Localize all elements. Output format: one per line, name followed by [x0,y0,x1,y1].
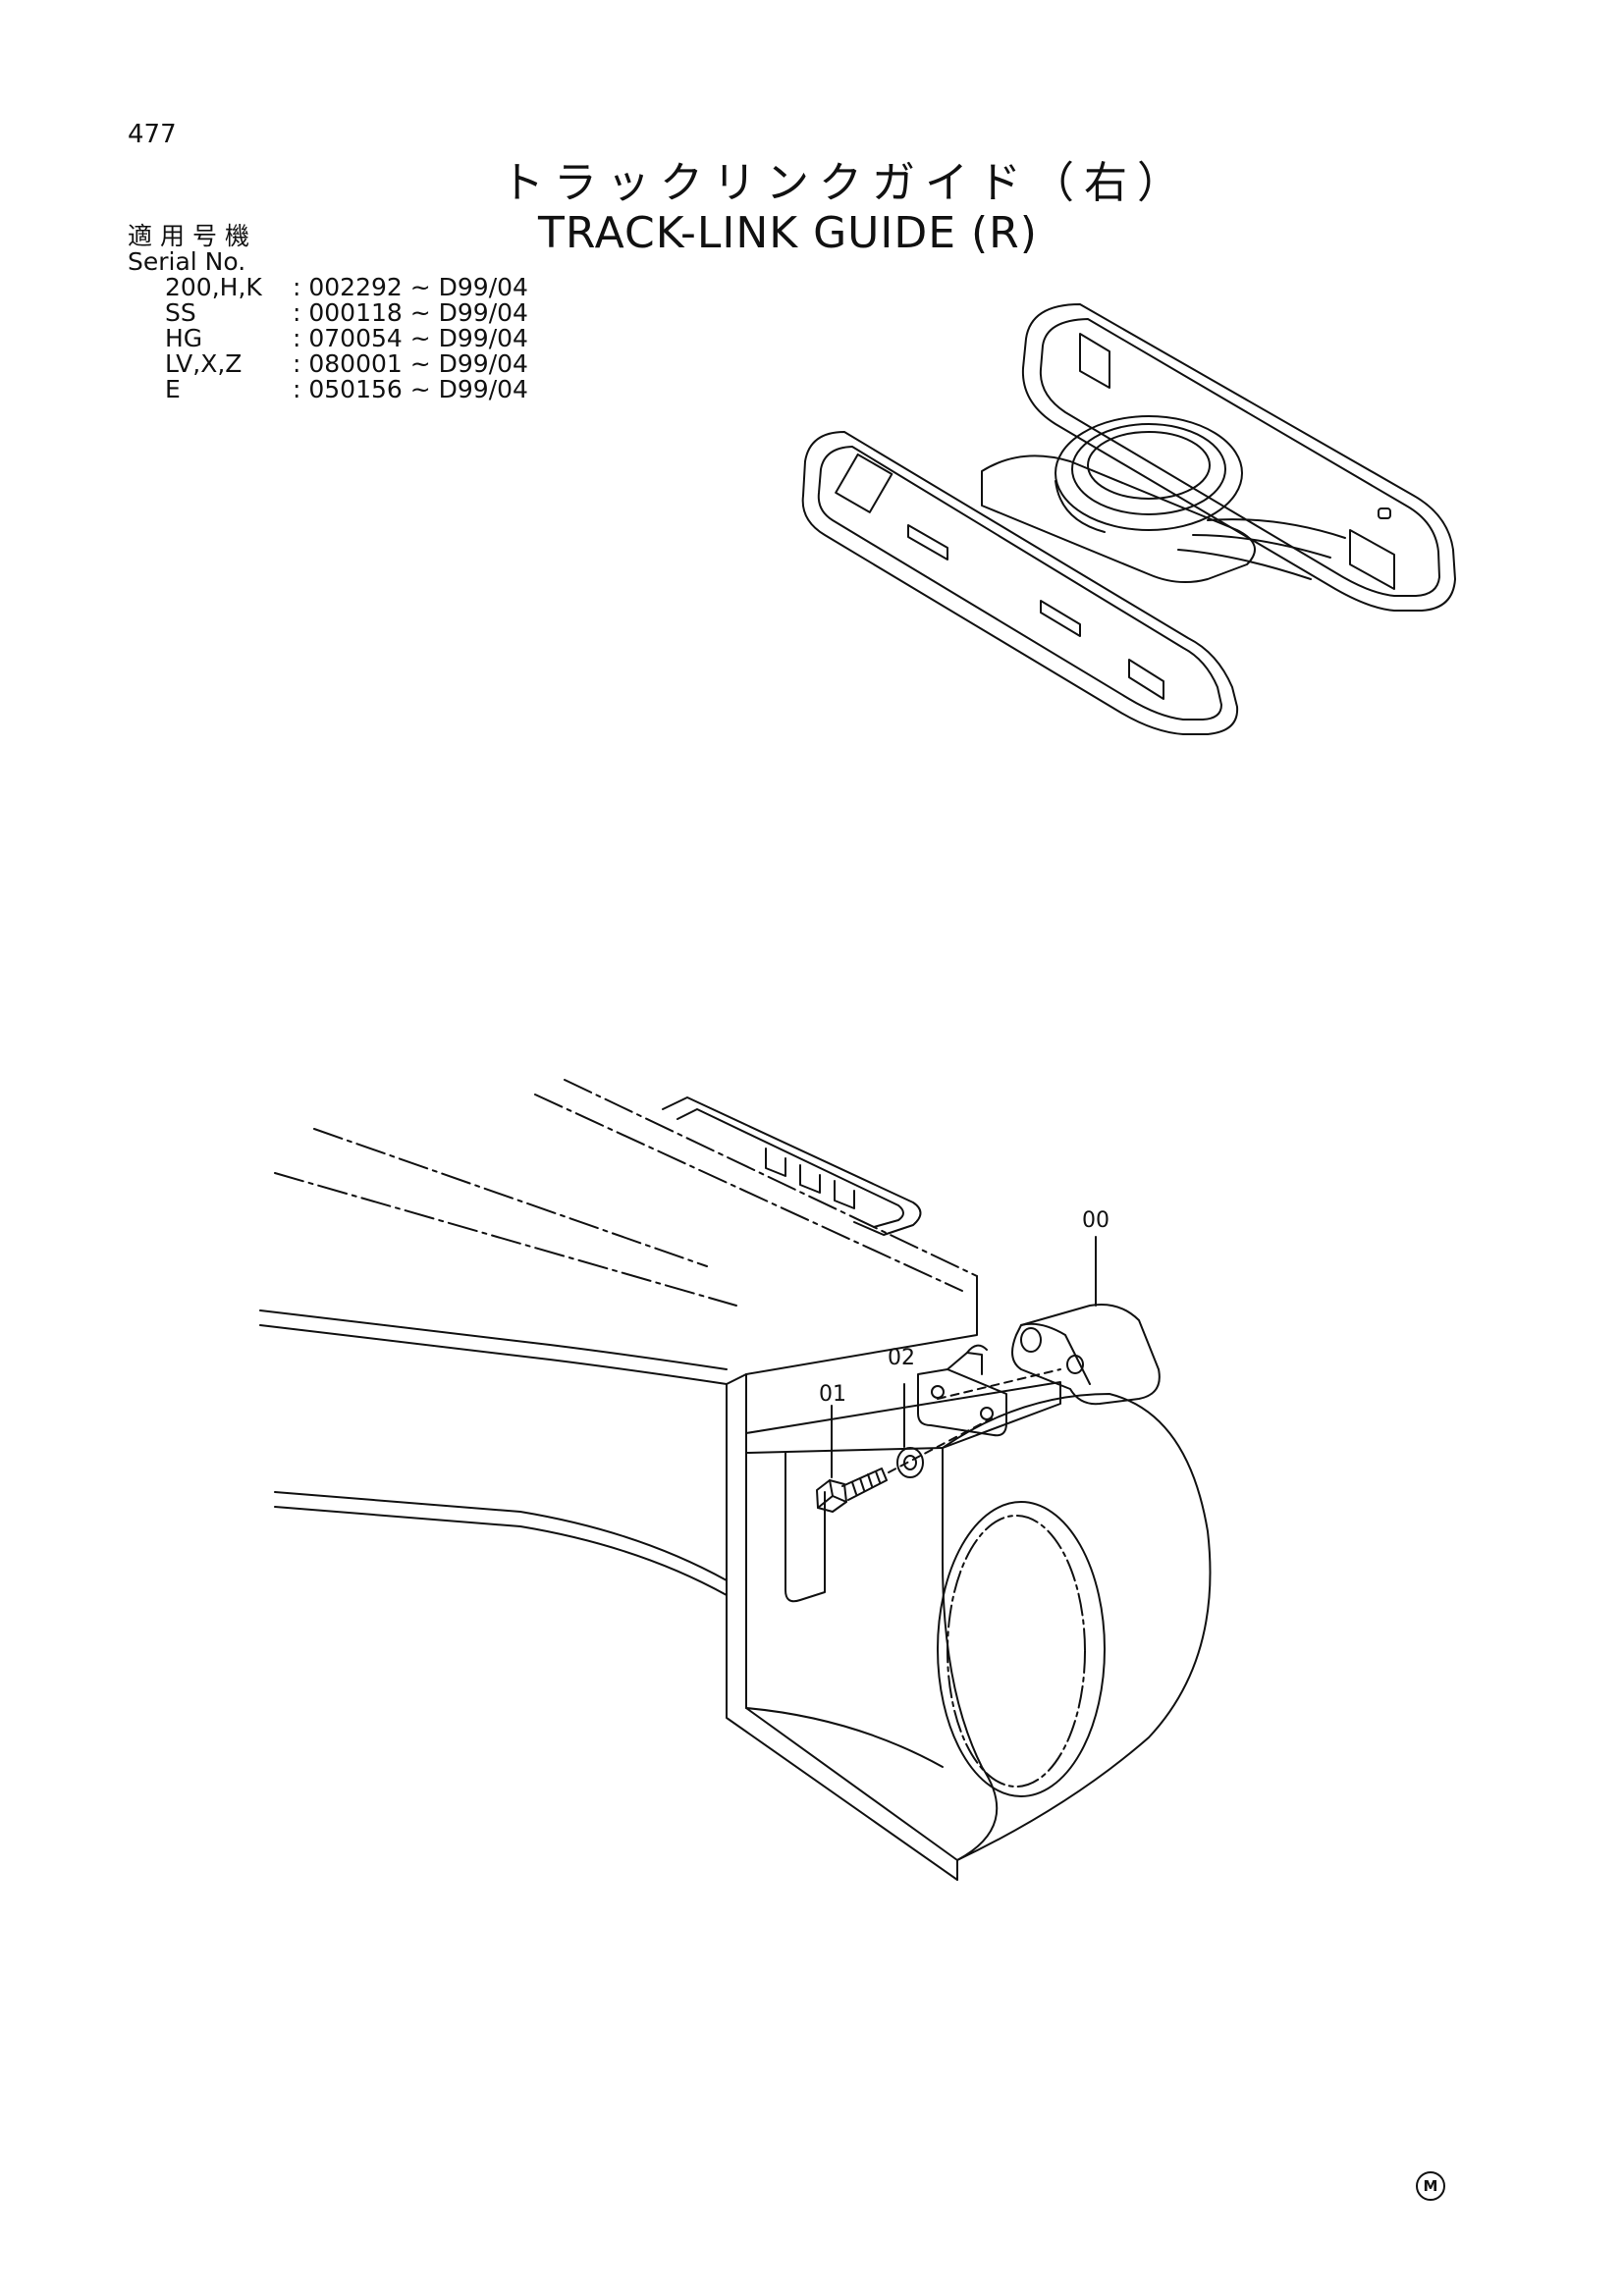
serial-row: E : 050156 ~ D99/04 [128,377,528,402]
manufacturer-mark: M [1416,2171,1445,2201]
serial-row: LV,X,Z : 080001 ~ D99/04 [128,351,528,377]
serial-heading: Serial No. [128,247,246,276]
serial-range: : 080001 ~ D99/04 [293,349,528,378]
serial-row: HG : 070054 ~ D99/04 [128,326,528,351]
page-title: TRACK-LINK GUIDE (R) [538,208,1038,258]
undercarriage-overview [801,303,1456,735]
serial-row: SS : 000118 ~ D99/04 [128,300,528,326]
serial-model: 200,H,K [165,273,262,301]
serial-model: HG [165,324,203,352]
serial-range: : 000118 ~ D99/04 [293,298,528,327]
serial-model: SS [165,298,196,327]
serial-range: : 050156 ~ D99/04 [293,375,528,403]
page-title-japanese: トラックリンクガイド（右） [501,158,1190,208]
serial-range: : 070054 ~ D99/04 [293,324,528,352]
serial-heading-japanese: 適用号機 [128,222,258,250]
page-number: 477 [128,120,177,149]
callout-00: 00 [1082,1208,1109,1233]
serial-row: 200,H,K : 002292 ~ D99/04 [128,275,528,300]
callout-02: 02 [888,1346,915,1370]
serial-model: LV,X,Z [165,349,243,378]
serial-number-table: 適用号機 Serial No. 200,H,K : 002292 ~ D99/0… [128,224,528,402]
serial-model: E [165,375,181,403]
track-frame-detail [259,1079,1212,1881]
callout-01: 01 [819,1382,846,1407]
serial-range: : 002292 ~ D99/04 [293,273,528,301]
